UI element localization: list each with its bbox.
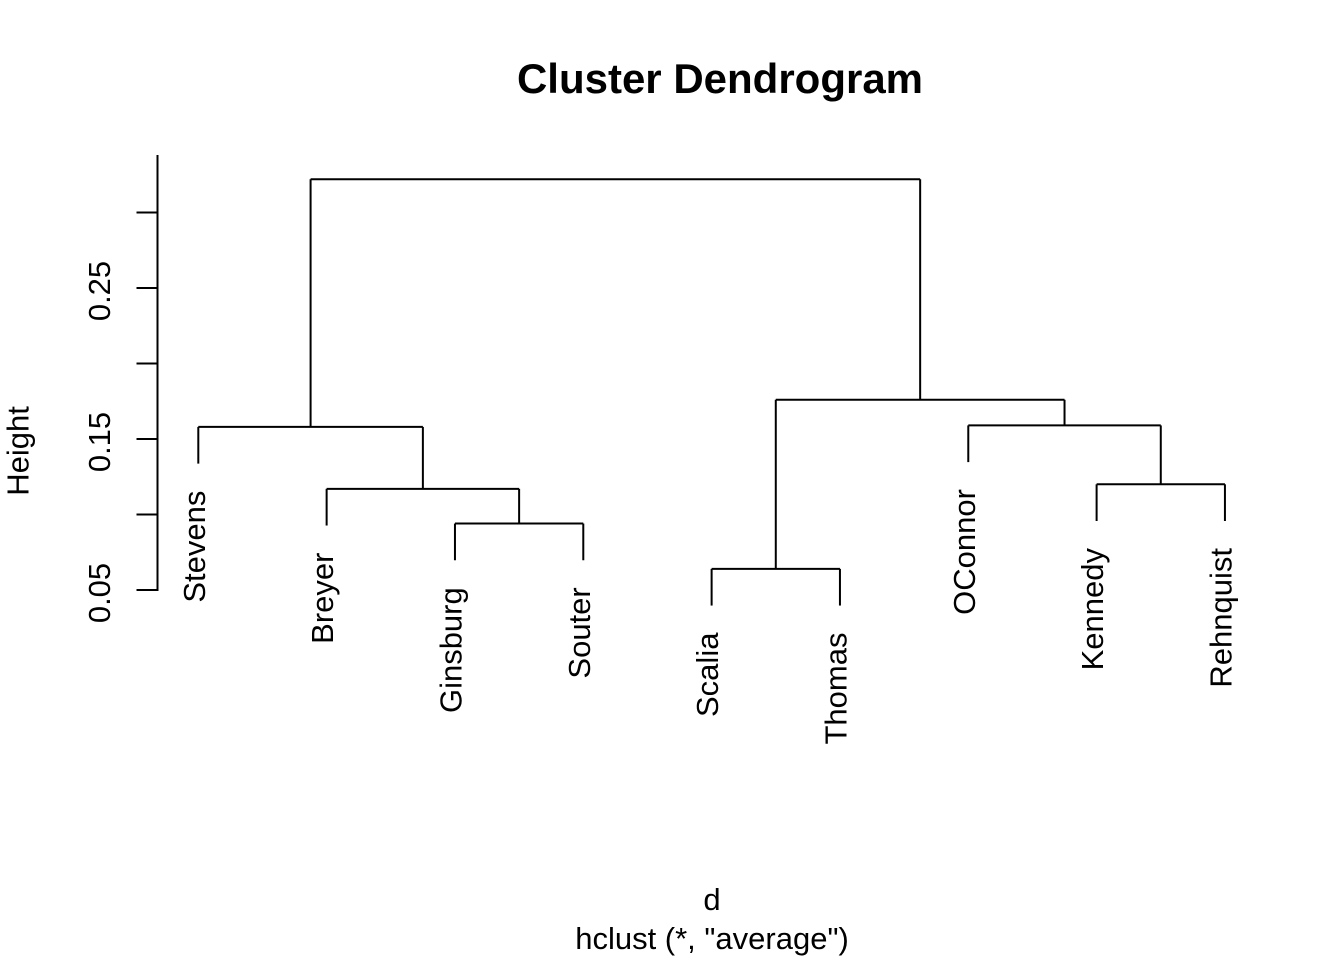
chart-title: Cluster Dendrogram bbox=[517, 55, 923, 102]
leaf-label-kennedy: Kennedy bbox=[1075, 548, 1110, 671]
leaf-label-thomas: Thomas bbox=[818, 633, 853, 745]
x-axis-subtitle: hclust (*, "average") bbox=[575, 921, 849, 956]
leaf-label-rehnquist: Rehnquist bbox=[1203, 548, 1238, 688]
leaf-label-oconnor: OConnor bbox=[947, 489, 982, 615]
leaf-label-ginsburg: Ginsburg bbox=[433, 587, 468, 713]
y-axis-tick-label: 0.25 bbox=[82, 261, 117, 321]
y-axis-tick-label: 0.15 bbox=[82, 412, 117, 472]
leaf-label-breyer: Breyer bbox=[305, 553, 340, 644]
y-axis-title: Height bbox=[1, 406, 36, 496]
leaf-label-souter: Souter bbox=[562, 587, 597, 678]
leaf-label-scalia: Scalia bbox=[690, 632, 725, 717]
leaf-label-stevens: Stevens bbox=[177, 491, 212, 603]
y-axis-tick-label: 0.05 bbox=[82, 563, 117, 623]
x-axis-title: d bbox=[703, 882, 720, 917]
